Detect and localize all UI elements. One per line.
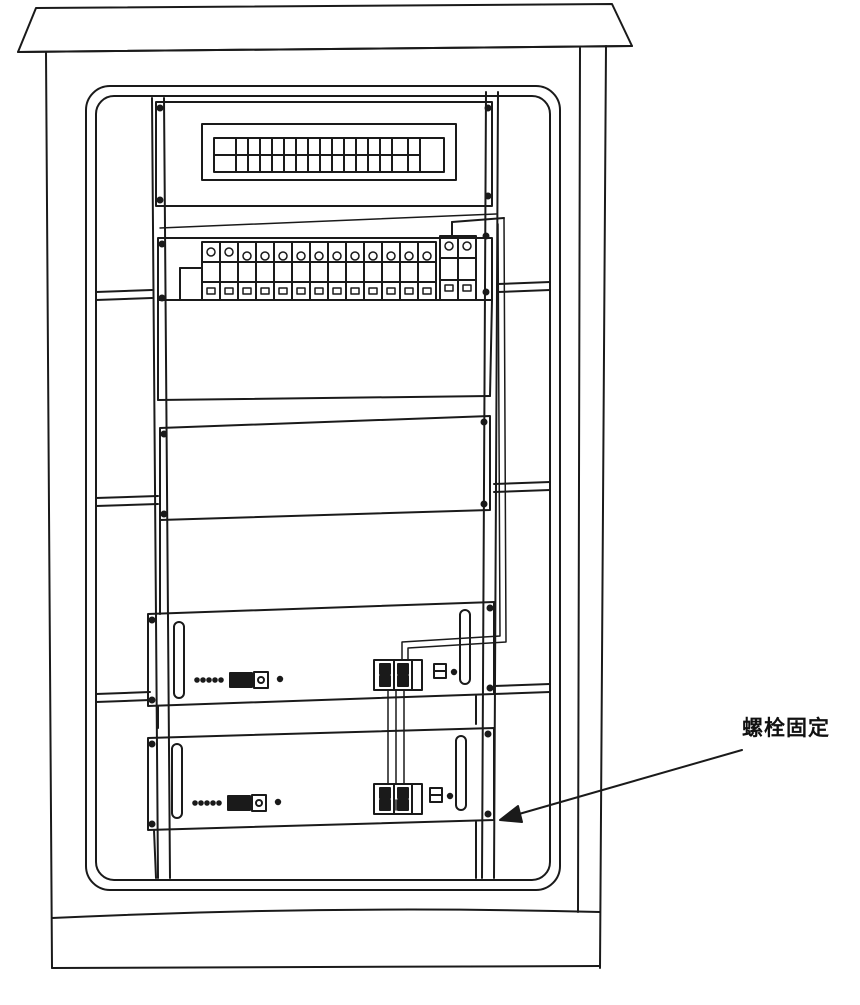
rack-rails <box>151 91 499 879</box>
terminal-block-2 <box>373 783 423 815</box>
breaker-pair <box>439 217 505 301</box>
cross-rails <box>95 281 551 703</box>
blank-panel <box>159 415 491 615</box>
door-frame <box>85 85 561 891</box>
display-segments <box>213 137 421 173</box>
battery-module-1 <box>147 601 495 729</box>
cabinet-roof <box>17 3 633 53</box>
breaker-panel <box>157 213 505 401</box>
bolt-fixing-label: 螺栓固定 <box>742 716 830 740</box>
wiring <box>387 217 507 811</box>
terminal-block-1 <box>373 659 423 691</box>
battery-module-2 <box>147 727 495 879</box>
annotation-arrow <box>499 749 743 823</box>
cabinet-body <box>45 45 607 969</box>
display-panel <box>155 101 493 207</box>
breaker-row <box>201 241 437 301</box>
